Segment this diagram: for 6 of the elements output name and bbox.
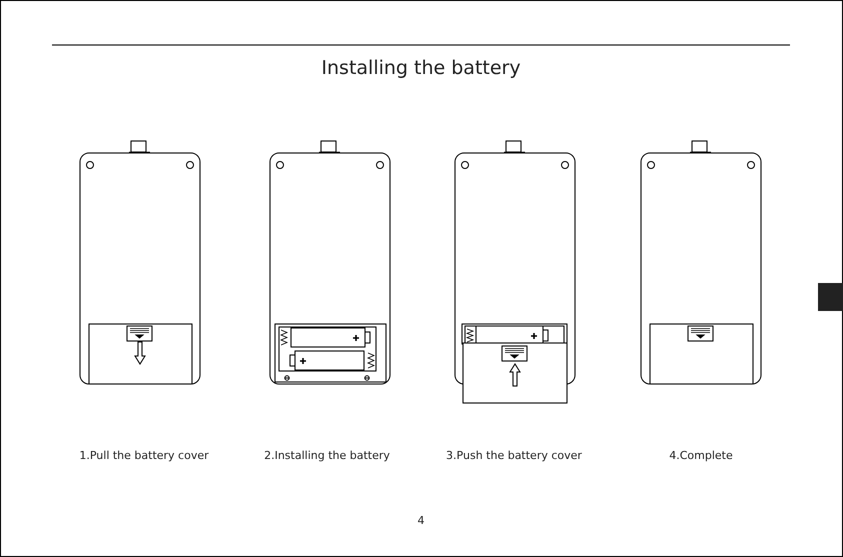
page-number: 4 bbox=[418, 514, 424, 527]
page-title: Installing the battery bbox=[321, 57, 521, 79]
step-caption: 1.Pull the battery cover bbox=[79, 449, 209, 462]
step-caption: 4.Complete bbox=[669, 449, 733, 462]
step-caption: 2.Installing the battery bbox=[264, 449, 390, 462]
step-caption: 3.Push the battery cover bbox=[446, 449, 582, 462]
